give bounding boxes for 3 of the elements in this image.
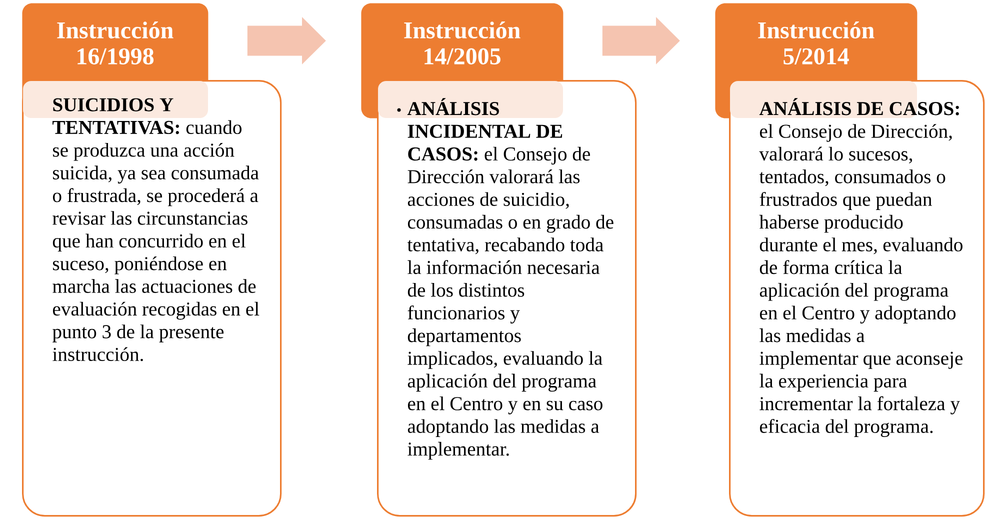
text-card: ANÁLISIS DE CASOS: el Consejo de Dirección, valorará lo sucesos, tentados, consumados o frustrados que puedan haberse producido durante el mes, evaluando de forma crítica la aplicación del programa en el Centro y adoptando las medidas a implementar que aconseje la experiencia para incrementar la fortaleza y eficacia del programa.: [729, 80, 985, 517]
text-card: SUICIDIOS Y TENTATIVAS: cuando se produzca una acción suicida, ya sea consumada o frustrada, se procederá a revisar las circunstancias que han concurrido en el suceso, poniéndose en marcha las actuaciones de evaluación recogidas en el punto 3 de la presente instrucción.: [22, 80, 282, 517]
text-card: ANÁLISIS INCIDENTAL DE CASOS: el Consejo de Dirección valorará las acciones de suicidio, consumadas o en grado de tentativa, recabando toda la información necesaria de los distintos funcionarios y departamentos implicados, evaluando la aplicación del programa en el Centro y en su caso adoptando las medidas a implementar.: [377, 80, 637, 517]
